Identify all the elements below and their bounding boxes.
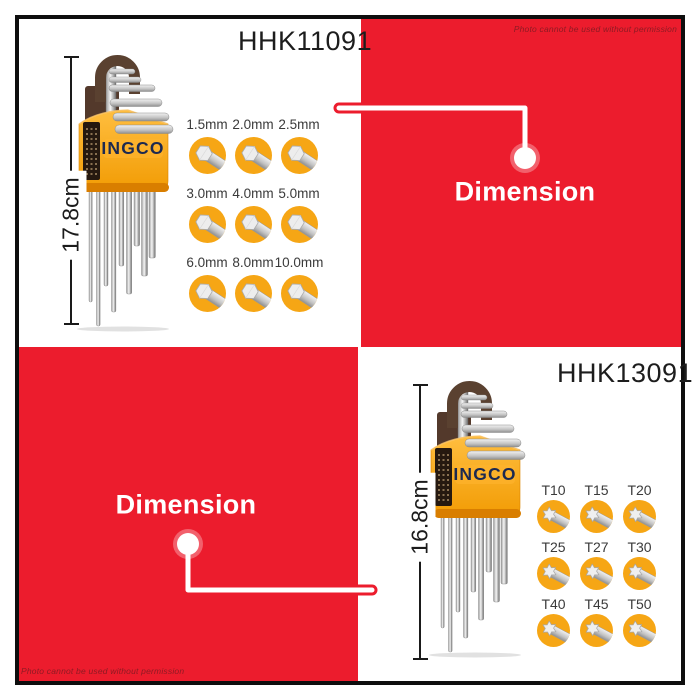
size-label: 2.5mm [278, 117, 320, 132]
size-item: 10.0mm [274, 255, 324, 312]
red-panel-bottom-left [19, 347, 358, 681]
size-item: 5.0mm [276, 186, 322, 243]
dimension-callout-label: Dimension [115, 489, 257, 520]
size-label: 10.0mm [274, 255, 324, 270]
hex-tip-icon [235, 206, 272, 243]
size-item: T27 [575, 539, 618, 590]
size-item: 1.5mm [184, 117, 230, 174]
watermark-text: Photo cannot be used without permission [513, 24, 677, 34]
dimension-value-hhk11091: 17.8cm [55, 170, 87, 260]
size-dot [623, 500, 656, 533]
torx-tip-icon [623, 557, 656, 590]
size-label: 1.5mm [186, 117, 228, 132]
size-dot [580, 614, 613, 647]
size-item: T50 [618, 596, 661, 647]
size-dot [234, 275, 272, 312]
size-dot [280, 137, 318, 174]
size-item: 2.5mm [276, 117, 322, 174]
size-label: T30 [627, 539, 652, 555]
size-item: 6.0mm [184, 255, 230, 312]
torx-tip-icon [623, 500, 656, 533]
hex-tip-icon [281, 137, 318, 174]
size-label: T27 [584, 539, 609, 555]
size-item: T15 [575, 482, 618, 533]
product-model-hhk13091: HHK13091 [557, 358, 694, 388]
size-grid-hhk11091: 1.5mm 2.0mm 2.5mm 3.0mm 4.0mm 5.0mm 6.0m… [184, 117, 324, 312]
size-label: 3.0mm [186, 186, 228, 201]
size-item: T20 [618, 482, 661, 533]
size-label: T50 [627, 596, 652, 612]
size-item: 3.0mm [184, 186, 230, 243]
size-dot [234, 206, 272, 243]
hex-tip-icon [189, 275, 226, 312]
size-item: 4.0mm [230, 186, 276, 243]
size-dot [537, 614, 570, 647]
brand-logo: INGCO [101, 138, 164, 158]
torx-key-set-graphic [429, 387, 525, 658]
torx-tip-icon [580, 557, 613, 590]
size-label: T10 [541, 482, 566, 498]
size-grid-hhk13091: T10 T15 T20 T25 T27 T30 T40 T45 [532, 482, 661, 647]
size-dot [280, 206, 318, 243]
size-dot [537, 557, 570, 590]
size-label: 6.0mm [186, 255, 228, 270]
size-label: 5.0mm [278, 186, 320, 201]
hex-tip-icon [189, 206, 226, 243]
product-photo-hhk13091: INGCO [425, 378, 530, 663]
size-label: 4.0mm [232, 186, 274, 201]
dimension-cap-bottom [63, 323, 79, 326]
size-label: T40 [541, 596, 566, 612]
size-item: T25 [532, 539, 575, 590]
torx-tip-icon [623, 614, 656, 647]
size-dot [623, 614, 656, 647]
brand-logo: INGCO [453, 464, 516, 484]
size-label: 8.0mm [232, 255, 274, 270]
size-item: T45 [575, 596, 618, 647]
dimension-callout-label: Dimension [454, 176, 596, 207]
product-photo-hhk11091: INGCO [73, 52, 178, 337]
dimension-cap-top [412, 384, 428, 387]
torx-tip-icon [580, 500, 613, 533]
hex-tip-icon [235, 275, 272, 312]
red-panel-top-right [361, 19, 681, 347]
hex-key-set-graphic [77, 61, 173, 332]
size-item: T10 [532, 482, 575, 533]
torx-tip-icon [537, 557, 570, 590]
size-item: T30 [618, 539, 661, 590]
size-label: T15 [584, 482, 609, 498]
size-dot [234, 137, 272, 174]
size-label: 2.0mm [232, 117, 274, 132]
size-dot [537, 500, 570, 533]
dimension-value-hhk13091: 16.8cm [404, 472, 436, 562]
size-item: T40 [532, 596, 575, 647]
torx-tip-icon [537, 614, 570, 647]
size-item: 8.0mm [230, 255, 276, 312]
size-dot [623, 557, 656, 590]
size-dot [188, 206, 226, 243]
size-dot [580, 557, 613, 590]
product-model-hhk11091: HHK11091 [238, 26, 373, 56]
size-label: T20 [627, 482, 652, 498]
torx-tip-icon [580, 614, 613, 647]
hex-tip-icon [281, 206, 318, 243]
size-label: T45 [584, 596, 609, 612]
size-label: T25 [541, 539, 566, 555]
size-dot [280, 275, 318, 312]
size-dot [580, 500, 613, 533]
size-item: 2.0mm [230, 117, 276, 174]
watermark-text: Photo cannot be used without permission [21, 666, 185, 676]
hex-tip-icon [281, 275, 318, 312]
dimension-cap-top [63, 56, 79, 59]
hex-tip-icon [189, 137, 226, 174]
size-dot [188, 275, 226, 312]
size-dot [188, 137, 226, 174]
dimension-cap-bottom [412, 657, 428, 660]
torx-tip-icon [537, 500, 570, 533]
hex-tip-icon [235, 137, 272, 174]
